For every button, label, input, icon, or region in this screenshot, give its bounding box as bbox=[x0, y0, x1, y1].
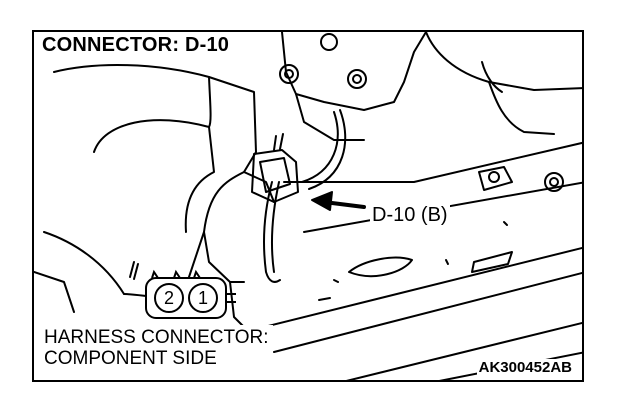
frame-member-upper bbox=[283, 141, 582, 183]
harness-connector-label: HARNESS CONNECTOR: COMPONENT SIDE bbox=[42, 325, 273, 369]
pin-1-label: 1 bbox=[198, 288, 208, 308]
diagram-frame: 2 1 CONNECTOR: D-10 D-10 (B) HARNESS CON… bbox=[32, 30, 584, 382]
connector-body bbox=[251, 149, 299, 203]
harness-connector-symbol bbox=[145, 269, 236, 319]
harness-wire bbox=[263, 181, 281, 283]
housing-outline bbox=[53, 64, 257, 303]
connector-callout-label: D-10 (B) bbox=[370, 204, 450, 227]
bolt-3 bbox=[320, 33, 338, 51]
connector-title: CONNECTOR: D-10 bbox=[40, 34, 234, 58]
pin-2-label: 2 bbox=[164, 288, 174, 308]
bolt-1 bbox=[279, 64, 299, 84]
mounting-plate bbox=[281, 32, 427, 111]
engine-bay-drawing: 2 1 bbox=[34, 32, 582, 380]
bolt-2 bbox=[347, 69, 367, 89]
pin-1-circle bbox=[188, 283, 218, 313]
figure-code: AK300452AB bbox=[476, 359, 574, 376]
harness-label-line-2: COMPONENT SIDE bbox=[44, 348, 217, 369]
pin-2-circle bbox=[154, 283, 184, 313]
harness-label-line-1: HARNESS CONNECTOR: bbox=[44, 327, 269, 348]
